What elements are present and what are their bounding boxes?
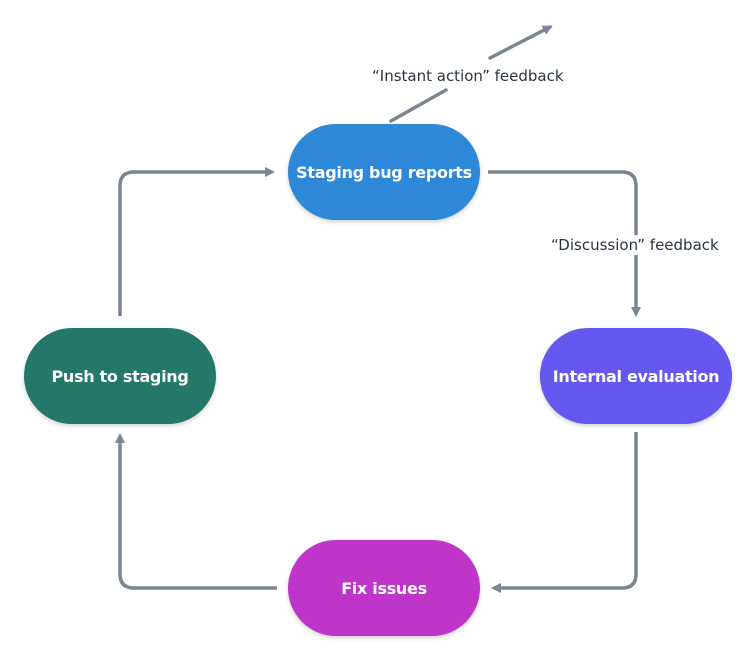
connector-fix-to-push [115,433,277,590]
node-fix-issues: Fix issues [288,540,480,636]
node-push-label: Push to staging [51,366,189,386]
node-internal-evaluation: Internal evaluation [540,328,732,424]
node-push-to-staging: Push to staging [24,328,216,424]
connector-push-to-staging [118,167,275,316]
connector-instant-action-tail [488,25,553,60]
node-staging-label: Staging bug reports [296,162,472,182]
connector-instant-action [389,88,448,123]
connector-staging-to-internal [488,170,641,317]
node-fix-label: Fix issues [341,578,427,598]
connector-internal-to-fix [491,432,638,593]
node-internal-label: Internal evaluation [552,366,720,386]
edge-label-instant-action: “Instant action” feedback [372,67,564,85]
edge-label-discussion: “Discussion” feedback [549,235,721,255]
node-staging-bug-reports: Staging bug reports [288,124,480,220]
